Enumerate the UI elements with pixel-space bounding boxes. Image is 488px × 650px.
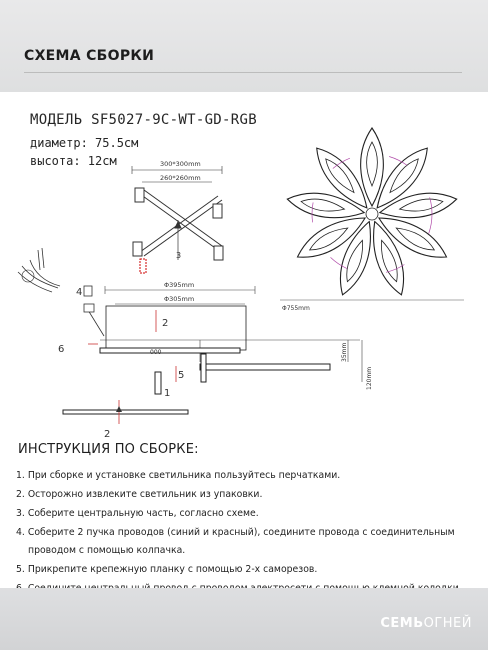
brand-light-text: ОГНЕЙ (423, 616, 472, 631)
diameter-spec: диаметр: 75.5см (30, 136, 139, 150)
dim-35-label: 35mm (341, 343, 348, 362)
instruction-step-4-line2: проводом с помощью колпачка. (28, 545, 186, 556)
footer-bar (0, 588, 488, 650)
label-6: 6 (58, 344, 64, 355)
assembly-drawing: 300*300mm 260*260mm 3 Φ395mm Φ305mm 35mm… (17, 127, 464, 440)
label-1: 1 (164, 388, 170, 399)
instruction-step-4: 4. Соберите 2 пучка проводов (синий и кр… (16, 527, 478, 556)
instruction-step-4-line1: 4. Соберите 2 пучка проводов (синий и кр… (16, 527, 455, 538)
height-spec: высота: 12см (30, 154, 117, 168)
label-4: 4 (76, 287, 82, 298)
label-2-top: 2 (162, 318, 168, 329)
header-divider (24, 72, 462, 73)
dim-260-label: 260*260mm (160, 174, 201, 182)
wire-bundle (17, 247, 105, 337)
header-bar (0, 0, 488, 92)
dim-305-label: Φ305mm (164, 295, 194, 303)
dim-755-label: Φ755mm (282, 305, 310, 312)
dimension-lines (100, 286, 363, 382)
instructions-title: ИНСТРУКЦИЯ ПО СБОРКЕ: (18, 442, 199, 457)
page-title: СХЕМА СБОРКИ (24, 48, 155, 64)
fixture-body (62, 305, 331, 415)
dim-300-label: 300*300mm (160, 160, 201, 168)
instruction-step-1: 1. При сборке и установке светильника по… (16, 470, 341, 481)
svg-text:000: 000 (150, 349, 162, 356)
label-3: 3 (176, 251, 181, 260)
instruction-step-5: 5. Прикрепите крепежную планку с помощью… (16, 564, 318, 575)
brand-logo: СЕМЬОГНЕЙ (380, 616, 472, 631)
instruction-step-2: 2. Осторожно извлеките светильник из упа… (16, 489, 263, 500)
label-5: 5 (178, 370, 184, 381)
label-2-bottom: 2 (104, 429, 110, 440)
dim-395-label: Φ395mm (164, 281, 194, 289)
dim-120-label: 120mm (366, 367, 373, 390)
fixture-top-view (284, 127, 460, 300)
mounting-bracket (131, 166, 224, 274)
model-name: МОДЕЛЬ SF5027-9C-WT-GD-RGB (30, 112, 257, 128)
instructions-list: 1. При сборке и установке светильника по… (16, 470, 478, 602)
instruction-step-3: 3. Соберите центральную часть, согласно … (16, 508, 259, 519)
brand-bold-text: СЕМЬ (380, 616, 424, 631)
